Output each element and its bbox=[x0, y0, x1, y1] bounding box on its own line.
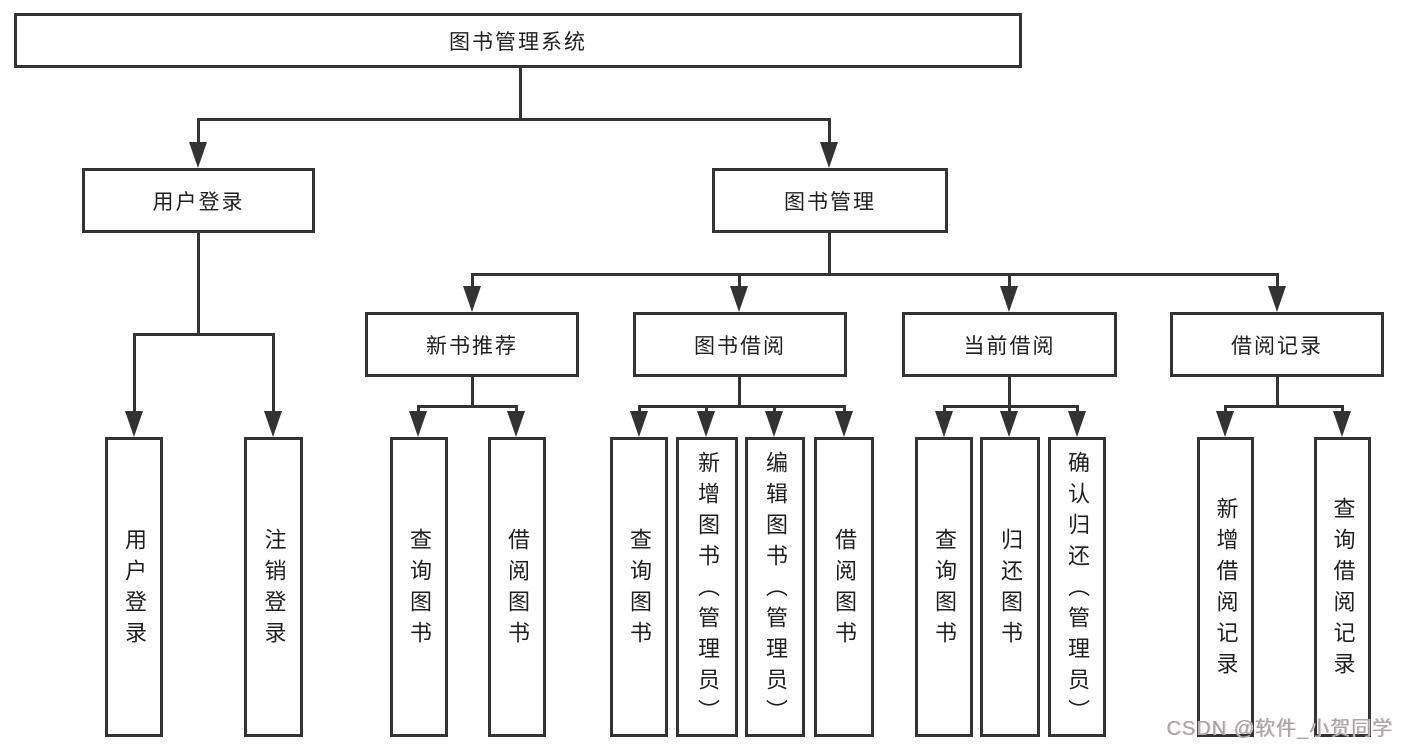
node-borrowing-records: 借阅记录 bbox=[1170, 312, 1384, 377]
connector-line bbox=[738, 377, 741, 405]
connector-line bbox=[417, 405, 518, 408]
arrow-down-icon bbox=[1268, 286, 1286, 312]
connector-line bbox=[471, 377, 474, 405]
leaf-add-books-admin: 新增图书（管理员） bbox=[676, 437, 738, 737]
arrow-down-icon bbox=[1333, 411, 1351, 437]
connector-line bbox=[197, 118, 831, 121]
arrow-down-icon bbox=[125, 411, 143, 437]
node-root-library-system: 图书管理系统 bbox=[14, 13, 1022, 68]
arrow-down-icon bbox=[630, 411, 648, 437]
connector-line bbox=[519, 68, 522, 118]
arrow-down-icon bbox=[1000, 286, 1018, 312]
arrow-down-icon bbox=[1216, 411, 1234, 437]
connector-line bbox=[197, 118, 200, 144]
connector-line bbox=[272, 333, 275, 411]
arrow-down-icon bbox=[820, 142, 838, 168]
connector-line bbox=[638, 405, 641, 413]
connector-line bbox=[1224, 405, 1227, 413]
node-book-management: 图书管理 bbox=[712, 168, 948, 233]
leaf-borrow-books: 借阅图书 bbox=[814, 437, 874, 737]
leaf-return-books: 归还图书 bbox=[980, 437, 1040, 737]
connector-line bbox=[1276, 273, 1279, 288]
arrow-down-icon bbox=[730, 286, 748, 312]
leaf-confirm-return-admin: 确认归还（管理员） bbox=[1048, 437, 1106, 737]
connector-line bbox=[738, 273, 741, 288]
connector-line bbox=[1224, 405, 1343, 408]
leaf-query-books-current: 查询图书 bbox=[915, 437, 973, 737]
arrow-down-icon bbox=[1000, 411, 1018, 437]
connector-line bbox=[638, 405, 846, 408]
node-user-login: 用户登录 bbox=[82, 168, 315, 233]
connector-line bbox=[705, 405, 708, 413]
leaf-borrow-books-recommend: 借阅图书 bbox=[488, 437, 546, 737]
connector-line bbox=[828, 118, 831, 144]
connector-line bbox=[133, 333, 275, 336]
connector-line bbox=[943, 405, 1079, 408]
arrow-down-icon bbox=[463, 286, 481, 312]
connector-line bbox=[943, 405, 946, 413]
connector-line bbox=[515, 405, 518, 413]
arrow-down-icon bbox=[264, 411, 282, 437]
leaf-logout: 注销登录 bbox=[244, 437, 303, 737]
connector-line bbox=[1008, 377, 1011, 405]
connector-line bbox=[1341, 405, 1344, 413]
connector-line bbox=[773, 405, 776, 413]
connector-line bbox=[197, 233, 200, 333]
connector-line bbox=[1276, 377, 1279, 405]
connector-line bbox=[1008, 273, 1011, 288]
leaf-add-borrow-record: 新增借阅记录 bbox=[1197, 437, 1254, 737]
leaf-query-books-borrowing: 查询图书 bbox=[610, 437, 668, 737]
arrow-down-icon bbox=[1068, 411, 1086, 437]
leaf-edit-books-admin: 编辑图书（管理员） bbox=[745, 437, 805, 737]
connector-line bbox=[843, 405, 846, 413]
connector-line bbox=[471, 273, 1279, 276]
arrow-down-icon bbox=[507, 411, 525, 437]
leaf-query-borrow-record: 查询借阅记录 bbox=[1314, 437, 1371, 737]
node-book-borrowing: 图书借阅 bbox=[633, 312, 847, 377]
connector-line bbox=[828, 233, 831, 273]
arrow-down-icon bbox=[835, 411, 853, 437]
connector-line bbox=[133, 333, 136, 411]
leaf-user-login: 用户登录 bbox=[105, 437, 163, 737]
node-current-borrowing: 当前借阅 bbox=[902, 312, 1117, 377]
arrow-down-icon bbox=[409, 411, 427, 437]
connector-line bbox=[1076, 405, 1079, 413]
connector-line bbox=[471, 273, 474, 288]
leaf-query-books-recommend: 查询图书 bbox=[390, 437, 448, 737]
arrow-down-icon bbox=[697, 411, 715, 437]
node-new-book-recommend: 新书推荐 bbox=[365, 312, 579, 377]
arrow-down-icon bbox=[935, 411, 953, 437]
arrow-down-icon bbox=[765, 411, 783, 437]
connector-line bbox=[1008, 405, 1011, 413]
arrow-down-icon bbox=[189, 142, 207, 168]
connector-line bbox=[417, 405, 420, 413]
watermark: CSDN @软件_小贺同学 bbox=[1166, 718, 1393, 740]
